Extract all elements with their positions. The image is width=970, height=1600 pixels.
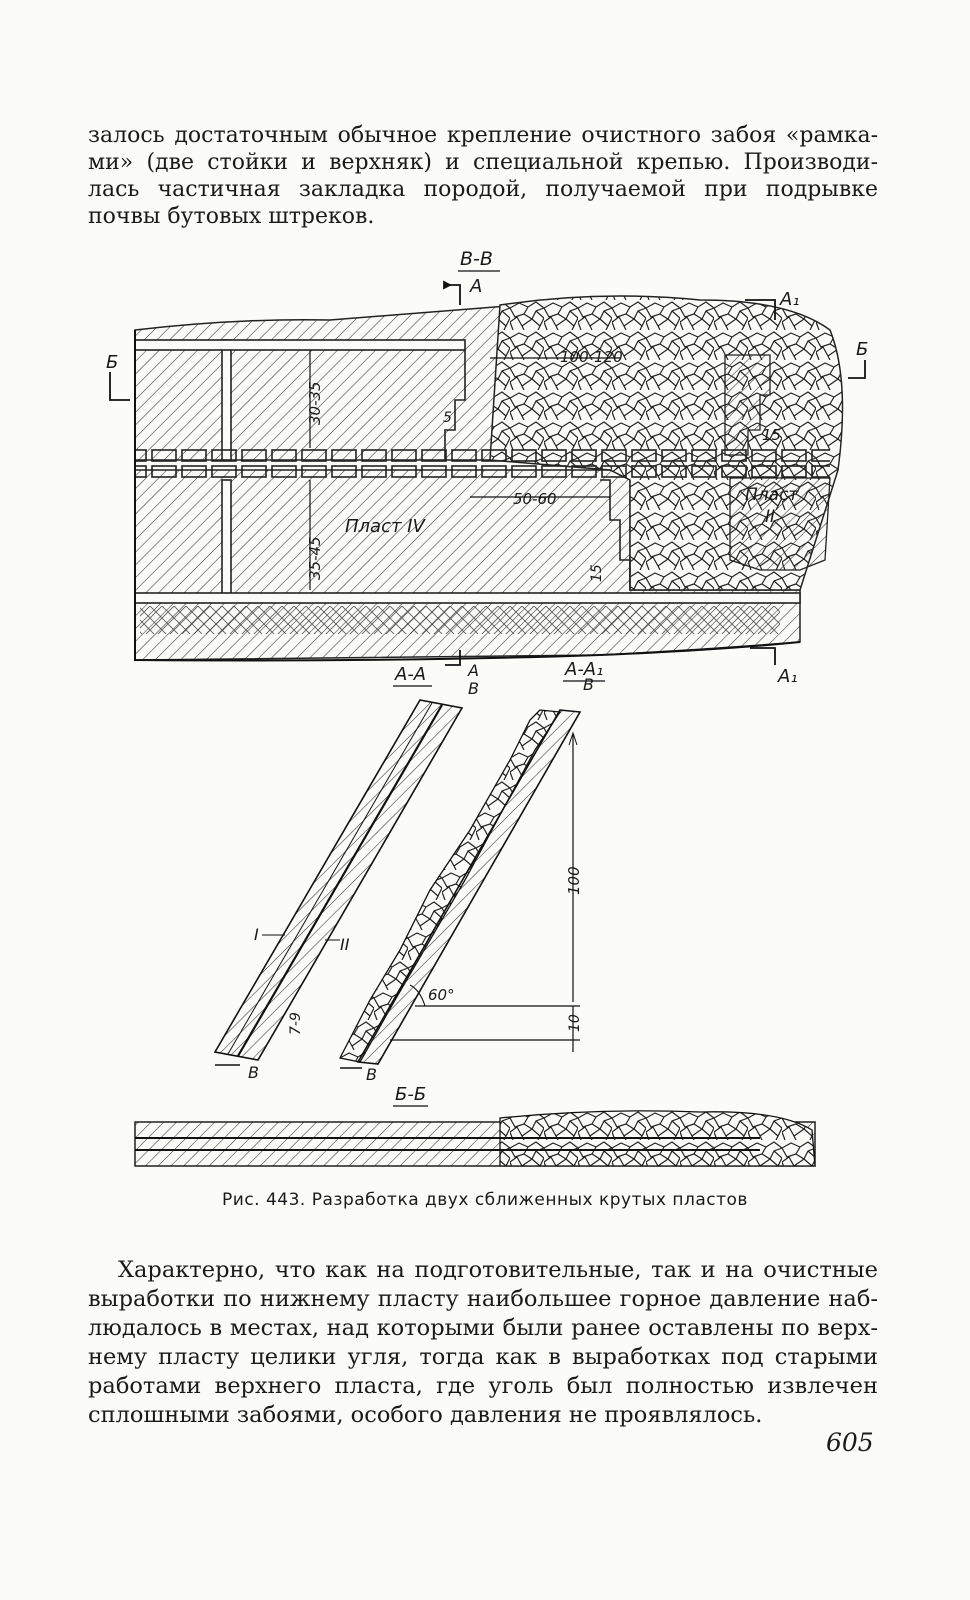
paragraph-bottom: Характерно, что как на подготовительные,…	[88, 1256, 878, 1430]
marker-v-top-aa1: В	[583, 675, 594, 694]
section-label-aa1: А-А₁	[564, 659, 603, 680]
label-seam-ii-number: II	[765, 507, 775, 527]
text-line: сплошными забоями, особого давления не п…	[88, 1402, 763, 1428]
marker-v-bottom-aa1: В	[366, 1065, 377, 1084]
dim-15-right: 15	[762, 426, 781, 444]
text-line: залось достаточным обычное крепление очи…	[88, 123, 878, 148]
section-label-bb: В-В	[460, 248, 493, 270]
stepped-face-lower	[600, 479, 631, 590]
marker-a-bottom: А	[467, 661, 479, 680]
section-label-b6: Б-Б	[395, 1084, 426, 1105]
text-line: работами верхнего пласта, где уголь был …	[88, 1373, 878, 1399]
upper-rock-mass	[134, 304, 521, 461]
paragraph-top: залось достаточным обычное крепление очи…	[88, 122, 878, 230]
seam-aa1-body	[356, 709, 582, 1065]
dim-5: 5	[443, 410, 452, 426]
section-aa: А-А В В I II 7-9	[213, 664, 479, 1082]
dim-30-35: 30-35	[306, 381, 324, 425]
page-number: 605	[826, 1428, 874, 1457]
drift-bottom	[134, 592, 801, 604]
label-ii: II	[340, 935, 350, 954]
marker-v-top-aa: В	[468, 679, 479, 698]
text-line: лась частичная закладка породой, получае…	[88, 177, 878, 202]
section-aa1: А-А₁ В В 100 10 60°	[339, 659, 605, 1084]
packing-row-lower	[140, 606, 780, 634]
text-line: Характерно, что как на подготовительные,…	[118, 1257, 878, 1283]
marker-a1-top: А₁	[779, 289, 800, 310]
marker-a-top: А	[469, 276, 482, 297]
angle-60: 60°	[428, 986, 455, 1004]
dim-50-60: 50-60	[513, 490, 557, 508]
figure-caption: Рис. 443. Разработка двух сближенных кру…	[222, 1190, 748, 1210]
text-line: людалось в местах, над которыми были ран…	[88, 1315, 878, 1341]
dim-7-9: 7-9	[288, 1012, 304, 1035]
label-seam-ii: Пласт	[745, 485, 799, 505]
section-outline	[134, 330, 801, 662]
dim-100: 100	[565, 866, 583, 895]
marker-v-bottom-aa: В	[248, 1063, 259, 1082]
section-bb: В-В А А₁ Б Б А А₁ 100-120 30-35 5 15 50-…	[106, 248, 868, 687]
stepped-face	[444, 350, 466, 460]
seam-aa1-rubble	[339, 709, 562, 1063]
marker-b-right: Б	[856, 339, 868, 360]
marker-b-left: Б	[106, 352, 118, 373]
section-label-aa: А-А	[394, 664, 426, 685]
drift-vertical-1	[221, 339, 232, 461]
figure-443: В-В А А₁ Б Б А А₁ 100-120 30-35 5 15 50-…	[106, 248, 868, 1167]
label-seam-iv: Пласт IV	[345, 516, 426, 537]
packing-row	[135, 448, 830, 478]
text-line: ми» (две стойки и верхняк) и специальной…	[88, 150, 878, 175]
text-line: выработки по нижнему пласту наибольшее г…	[88, 1286, 878, 1312]
dim-15-lower: 15	[589, 564, 605, 582]
dim-100-120: 100-120	[560, 348, 623, 366]
section-b6: Б-Б	[134, 1084, 816, 1167]
drift-vertical-2	[221, 479, 232, 596]
label-i: I	[254, 925, 259, 944]
text-line: нему пласту целики угля, тогда как в выр…	[88, 1344, 878, 1370]
drift-horizontal-top	[134, 339, 466, 351]
marker-a1-bottom: А₁	[777, 666, 798, 687]
text-line: почвы бутовых штреков.	[88, 204, 375, 229]
dim-10: 10	[567, 1014, 583, 1032]
dim-35-45: 35-45	[306, 536, 324, 580]
